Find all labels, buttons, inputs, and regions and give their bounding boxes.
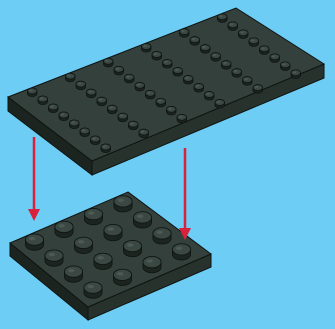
stud: [143, 257, 161, 273]
stud: [84, 209, 102, 225]
stud: [179, 29, 189, 38]
stud: [74, 237, 92, 253]
stud: [238, 30, 248, 39]
stud: [153, 228, 171, 244]
stud: [228, 22, 238, 31]
stud: [97, 97, 107, 106]
stud: [280, 62, 290, 71]
stud: [139, 129, 149, 138]
stud: [80, 128, 90, 137]
stud: [291, 70, 301, 79]
stud: [118, 113, 128, 122]
stud: [270, 54, 280, 63]
stud: [107, 105, 117, 114]
stud: [253, 85, 263, 94]
stud: [113, 269, 131, 285]
stud: [103, 58, 113, 67]
stud: [55, 221, 73, 237]
stud: [69, 120, 79, 129]
stud: [172, 244, 190, 260]
stud: [114, 196, 132, 212]
stud: [124, 74, 134, 83]
stud: [232, 69, 242, 78]
arrow-left: [28, 137, 40, 221]
stud: [128, 121, 138, 130]
stud: [135, 82, 145, 91]
stud: [84, 282, 102, 298]
stud: [94, 253, 112, 269]
small-lego-plate: [10, 192, 211, 320]
stud: [25, 234, 43, 250]
arrow-right: [179, 148, 191, 240]
stud: [194, 84, 204, 93]
stud: [48, 104, 58, 113]
stud: [76, 81, 86, 90]
stud: [242, 77, 252, 86]
stud: [38, 96, 48, 105]
stud: [177, 114, 187, 123]
stud: [133, 212, 151, 228]
stud: [204, 92, 214, 101]
stud: [221, 61, 231, 70]
stud: [114, 66, 124, 75]
stud: [190, 37, 200, 46]
stud: [211, 53, 221, 62]
stud: [145, 90, 155, 99]
stud: [27, 88, 37, 97]
stud: [59, 112, 69, 121]
stud: [45, 250, 63, 266]
stud: [123, 241, 141, 257]
stud: [200, 45, 210, 54]
stud: [173, 68, 183, 77]
stud: [166, 106, 176, 115]
stud: [259, 46, 269, 55]
stud: [215, 100, 225, 109]
stud: [156, 98, 166, 107]
stud: [217, 14, 227, 23]
stud: [64, 266, 82, 282]
stud: [162, 60, 172, 69]
stud: [90, 136, 100, 145]
stud: [249, 38, 259, 47]
stud: [104, 225, 122, 241]
large-lego-plate: [8, 8, 324, 175]
stud: [101, 144, 111, 153]
stud: [183, 76, 193, 85]
stud: [152, 52, 162, 61]
stud: [86, 89, 96, 98]
stud: [65, 73, 75, 82]
stud: [141, 44, 151, 53]
